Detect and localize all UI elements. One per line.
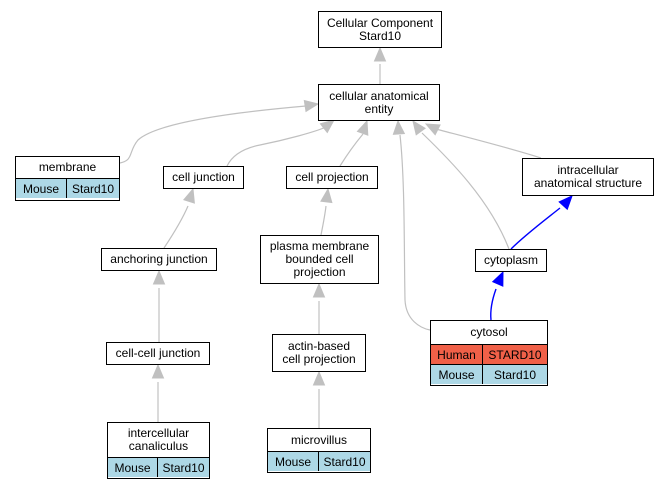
edge-cell_junction-to-cae xyxy=(226,126,327,167)
node-microvillus[interactable]: microvillus Mouse Stard10 xyxy=(267,428,371,473)
species-cell: Mouse xyxy=(268,452,318,471)
edge-cytosol-to-cae xyxy=(399,134,431,331)
node-title: membrane xyxy=(38,160,97,174)
gene-cell: Stard10 xyxy=(318,452,370,471)
edge-membrane-to-cae xyxy=(119,105,307,164)
node-intracellular-anatomical-structure[interactable]: intracellular anatomical structure xyxy=(522,158,654,196)
edge-cytoplasm-to-ias xyxy=(510,207,561,250)
node-cytosol[interactable]: cytosol Human STARD10 Mouse Stard10 xyxy=(430,320,548,386)
arrowhead-anchoring_junction-to-cell_junction xyxy=(183,187,195,204)
arrowhead-ias-to-cae xyxy=(424,123,441,136)
node-plasma-membrane-bounded-cell-projection[interactable]: plasma membrane bounded cell projection xyxy=(260,235,379,284)
node-cell-junction[interactable]: cell junction xyxy=(163,166,244,189)
arrowhead-cell_cell_junction-to-anchoring_junction xyxy=(152,269,166,285)
arrowhead-actin_based-to-pmbcp xyxy=(312,282,326,298)
annotation-row: Mouse Stard10 xyxy=(108,457,209,477)
node-cellular-anatomical-entity[interactable]: cellular anatomical entity xyxy=(318,84,440,121)
annotation-row: Human STARD10 xyxy=(431,344,547,364)
arrowhead-pmbcp-to-cell_projection xyxy=(320,187,333,204)
gene-cell: STARD10 xyxy=(482,345,547,364)
node-intercellular-canaliculus[interactable]: intercellular canaliculus Mouse Stard10 xyxy=(107,422,210,479)
edge-ias-to-cae xyxy=(431,127,542,159)
node-actin-based-cell-projection[interactable]: actin-based cell projection xyxy=(272,334,366,372)
arrowhead-cytosol-to-cytoplasm xyxy=(491,270,504,287)
annotation-row: Mouse Stard10 xyxy=(16,178,119,198)
species-cell: Mouse xyxy=(431,365,482,384)
arrowhead-microvillus-to-actin_based xyxy=(312,370,326,386)
species-cell: Mouse xyxy=(108,458,157,477)
gene-cell: Stard10 xyxy=(66,179,119,198)
node-title: microvillus xyxy=(290,432,347,447)
arrowhead-cytoplasm-to-cae xyxy=(412,119,426,136)
gene-cell: Stard10 xyxy=(482,365,547,384)
edge-cytosol-to-cytoplasm xyxy=(490,288,497,321)
arrowhead-intercellular_canaliculus-to-cell_cell_junction xyxy=(151,363,165,379)
arrowhead-cell_projection-to-cae xyxy=(356,119,369,136)
species-cell: Human xyxy=(431,345,482,364)
arrowhead-cell_junction-to-cae xyxy=(319,119,336,134)
edge-pmbcp-to-cell_projection xyxy=(320,205,327,236)
species-cell: Mouse xyxy=(16,179,66,198)
arrowhead-cytoplasm-to-ias xyxy=(558,195,573,211)
node-cell-projection[interactable]: cell projection xyxy=(286,166,378,189)
edge-anchoring_junction-to-cell_junction xyxy=(163,205,189,249)
arrowhead-cae-to-root xyxy=(373,46,387,62)
node-root[interactable]: Cellular Component Stard10 xyxy=(318,11,442,48)
gene-cell: Stard10 xyxy=(157,458,209,477)
node-cytoplasm[interactable]: cytoplasm xyxy=(475,249,547,272)
annotation-row: Mouse Stard10 xyxy=(268,451,370,471)
node-cell-cell-junction[interactable]: cell-cell junction xyxy=(106,342,210,365)
node-title: intercellular canaliculus xyxy=(127,426,190,453)
node-anchoring-junction[interactable]: anchoring junction xyxy=(101,248,217,271)
node-title: cytosol xyxy=(470,325,508,339)
node-membrane[interactable]: membrane Mouse Stard10 xyxy=(15,156,120,201)
arrowhead-membrane-to-cae xyxy=(303,99,320,113)
arrowhead-cytosol-to-cae xyxy=(392,119,406,135)
edge-cytoplasm-to-cae xyxy=(421,132,510,250)
edge-cell_projection-to-cae xyxy=(339,133,364,167)
annotation-row: Mouse Stard10 xyxy=(431,364,547,384)
